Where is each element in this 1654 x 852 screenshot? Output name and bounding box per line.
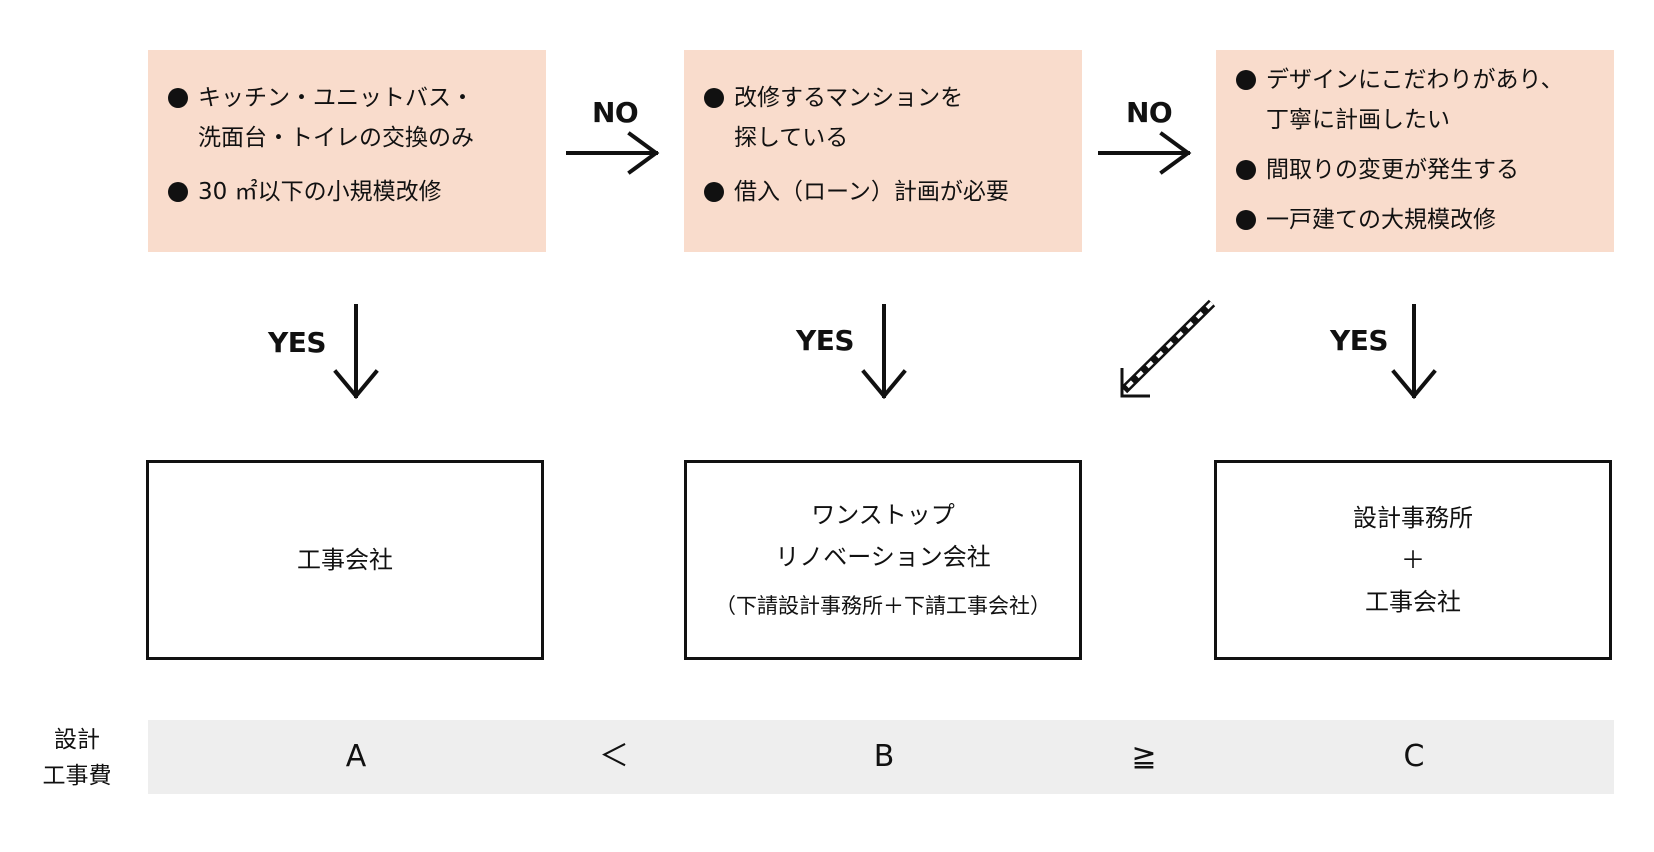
bullet-icon [1236, 70, 1256, 90]
result-text: 設計事務所 [1353, 504, 1473, 532]
result-box-contractor: 工事会社 [146, 460, 544, 660]
condition-item: 借入（ローン）計画が必要 [704, 172, 1062, 212]
yes-label: YES [1330, 324, 1389, 357]
cost-band [148, 720, 1614, 794]
cost-label: 設計 工事費 [34, 722, 120, 794]
bullet-icon [168, 182, 188, 202]
condition-item: 一戸建ての大規模改修 [1236, 200, 1594, 240]
yes-label: YES [268, 326, 327, 359]
condition-text: 借入（ローン）計画が必要 [734, 179, 1009, 205]
yes-arrow-down-icon [1391, 304, 1437, 400]
cost-operator-less-than: ＜ [599, 739, 629, 774]
bullet-icon [704, 182, 724, 202]
bullet-icon [168, 88, 188, 108]
condition-item: 30 ㎡以下の小規模改修 [168, 172, 526, 212]
no-arrow-right-icon [566, 131, 660, 175]
no-label: NO [592, 96, 639, 129]
condition-item: キッチン・ユニットバス・ 洗面台・トイレの交換のみ [168, 78, 526, 158]
condition-text: 一戸建ての大規模改修 [1266, 207, 1496, 233]
condition-item: 改修するマンションを 探している [704, 78, 1062, 158]
result-text: ワンストップ [811, 501, 955, 529]
condition-box-2: 改修するマンションを 探している 借入（ローン）計画が必要 [684, 50, 1082, 252]
cost-label-line: 設計 [54, 727, 100, 753]
result-box-one-stop: ワンストップ リノベーション会社 （下請設計事務所＋下請工事会社） [684, 460, 1082, 660]
condition-item: 間取りの変更が発生する [1236, 150, 1594, 190]
result-text: ＋ [1401, 546, 1425, 574]
bullet-icon [1236, 160, 1256, 180]
condition-text: 30 ㎡以下の小規模改修 [198, 179, 442, 205]
cost-label-line: 工事費 [42, 763, 112, 789]
result-text: リノベーション会社 [775, 543, 991, 571]
no-label: NO [1126, 96, 1173, 129]
cost-operator-greater-equal: ≧ [1131, 739, 1157, 774]
condition-item: デザインにこだわりがあり、 丁寧に計画したい [1236, 60, 1594, 140]
yes-arrow-down-icon [333, 304, 379, 400]
condition-box-3: デザインにこだわりがあり、 丁寧に計画したい 間取りの変更が発生する 一戸建ての… [1216, 50, 1614, 252]
cost-c: C [1403, 739, 1425, 774]
bullet-icon [704, 88, 724, 108]
result-note: （下請設計事務所＋下請工事会社） [715, 594, 1051, 618]
cost-a: A [345, 739, 367, 774]
yes-arrow-down-icon [861, 304, 907, 400]
condition-text: 間取りの変更が発生する [1266, 157, 1519, 183]
no-arrow-right-icon [1098, 131, 1192, 175]
result-text: 工事会社 [297, 546, 393, 574]
result-text: 工事会社 [1365, 588, 1461, 616]
condition-box-1: キッチン・ユニットバス・ 洗面台・トイレの交換のみ 30 ㎡以下の小規模改修 [148, 50, 546, 252]
condition-text: デザインにこだわりがあり、 丁寧に計画したい [1266, 67, 1564, 133]
bullet-icon [1236, 210, 1256, 230]
cost-b: B [873, 739, 895, 774]
condition-text: 改修するマンションを 探している [734, 85, 964, 151]
result-box-architect-contractor: 設計事務所 ＋ 工事会社 [1214, 460, 1612, 660]
dashed-diagonal-arrow-icon [1120, 299, 1216, 398]
yes-label: YES [796, 324, 855, 357]
condition-text: キッチン・ユニットバス・ 洗面台・トイレの交換のみ [198, 85, 474, 151]
